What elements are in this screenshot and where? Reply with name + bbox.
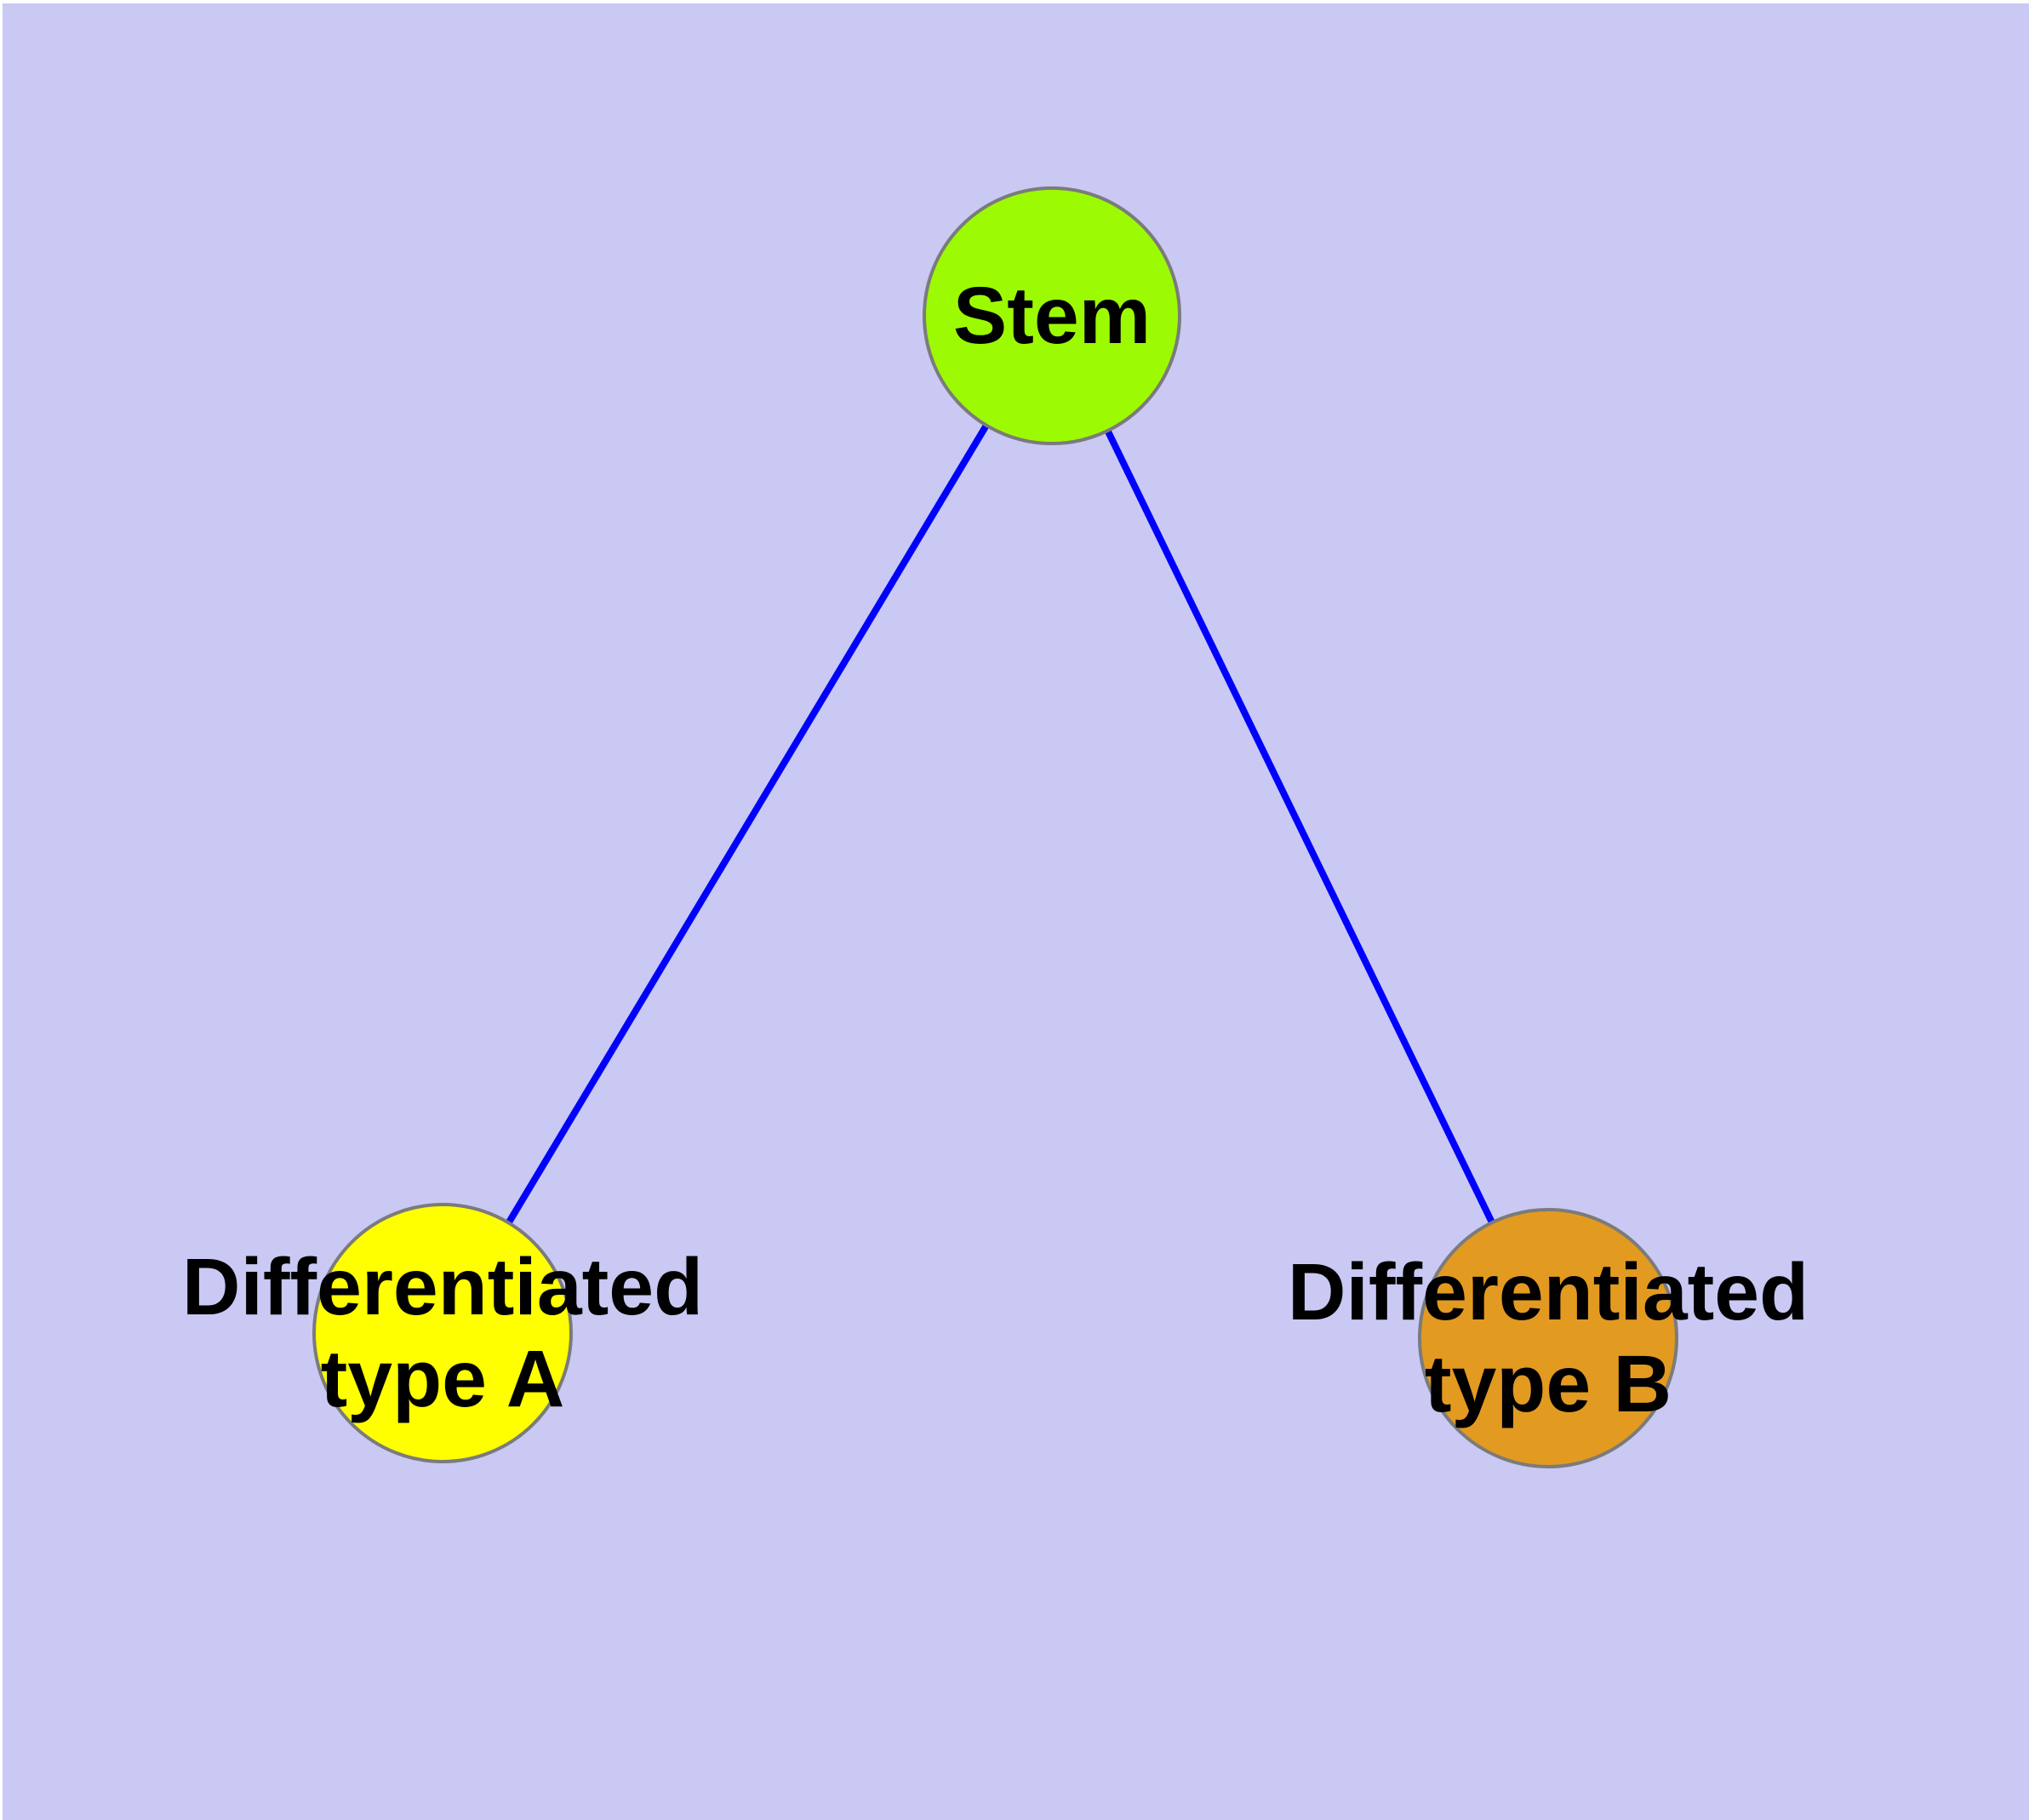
node-differentiated-type-a-circle	[312, 1203, 573, 1463]
edge-stem-to-type-b	[1049, 314, 1552, 1340]
node-differentiated-type-a-label: Differentiated type A	[181, 1242, 704, 1424]
edge-stem-to-type-a	[439, 313, 1055, 1336]
node-differentiated-type-b-label: Differentiated type B	[1287, 1247, 1809, 1429]
graph-canvas	[312, 186, 1678, 1468]
node-stem-label: Stem	[952, 271, 1152, 361]
node-differentiated-type-b-circle	[1418, 1208, 1678, 1468]
graph-background: Stem Differentiated type A Differentiate…	[3, 3, 2029, 1820]
node-stem-circle	[923, 186, 1181, 445]
